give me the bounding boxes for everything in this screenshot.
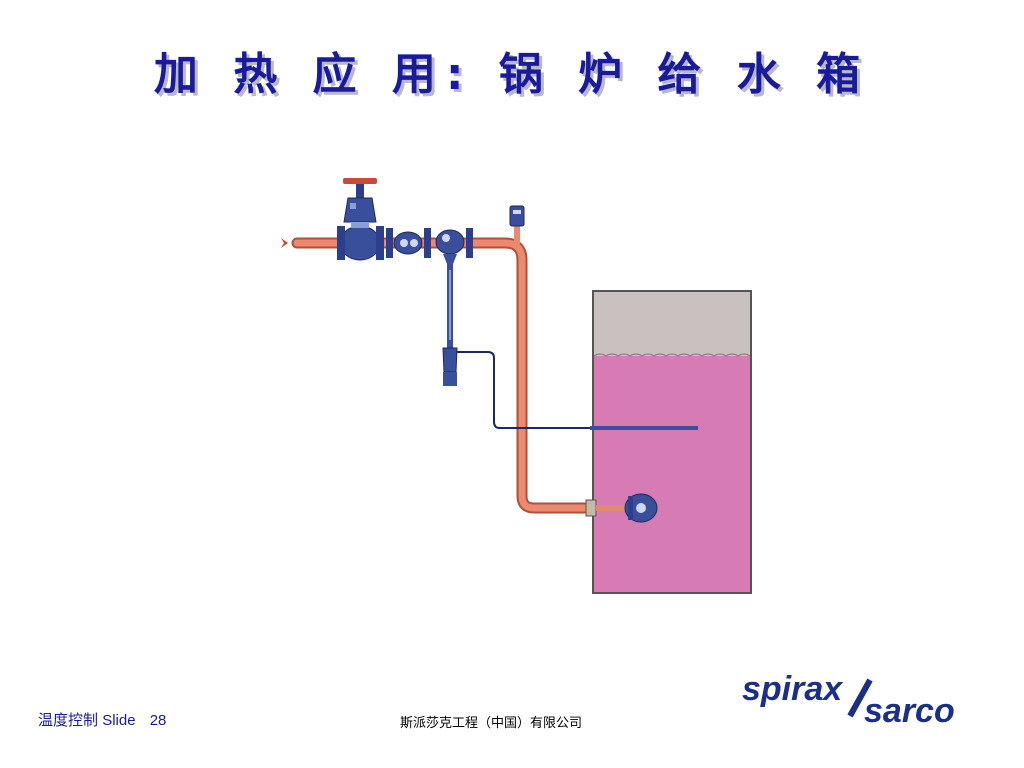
steam-injector [585,493,658,523]
course-name: 温度控制 [38,712,99,729]
tank-air-space [594,292,750,356]
water-surface [593,353,751,357]
tank-wall [592,290,752,594]
slide-label: Slide [102,712,136,729]
slide-number: 28 [149,712,167,729]
air-vent [509,205,525,227]
temperature-controller [442,264,698,430]
footer-company: 斯派莎克工程（中国）有限公司 [400,712,582,731]
flow-arrow-icon [281,238,288,248]
steam-pipe-body [293,239,592,512]
company-name: 斯派莎克工程（中国）有限公司 [400,716,583,731]
spirax-sarco-logo: spirax sarco [742,670,955,730]
control-valve[interactable] [386,228,473,264]
stop-valve[interactable] [337,178,384,261]
feedwater-tank [592,290,752,594]
steam-pipe-outline [291,237,594,514]
footer-course: 温度控制 Slide 28 [38,709,166,730]
logo-line2: sarco [864,692,955,730]
tank-water [594,356,750,592]
slide-title: 加 热 应 用: 锅 炉 给 水 箱 [153,49,871,100]
logo-line1: spirax [742,670,844,708]
steam-pipe [291,222,594,514]
